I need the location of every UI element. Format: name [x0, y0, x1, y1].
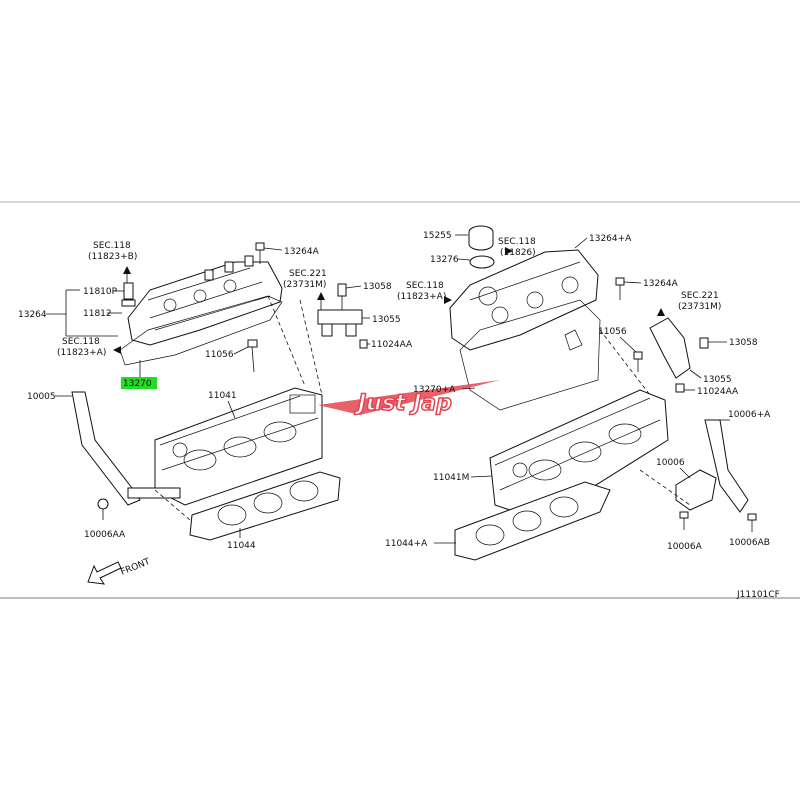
arrow-sec118-b — [123, 266, 131, 274]
highlight-13270 — [121, 377, 157, 389]
front-label: FRONT — [119, 557, 152, 578]
bracket-10006-a — [704, 419, 749, 513]
oil-cap-seal — [469, 255, 495, 269]
label-11812: 11812 — [83, 309, 112, 319]
cam-sensor-right — [649, 317, 709, 393]
label-11044: 11044 — [227, 541, 256, 551]
label-15255: 15255 — [423, 231, 452, 241]
label-13264-a: 13264+A — [589, 234, 632, 244]
label-13270-a: 13270+A — [413, 385, 456, 395]
arrow-sec221-left — [317, 292, 325, 300]
label-sec221-left: SEC.221 — [289, 269, 327, 279]
label-11041m: 11041M — [433, 473, 469, 483]
label-11044-a: 11044+A — [385, 539, 428, 549]
rocker-cover-gasket-right — [459, 299, 601, 411]
label-10006-a: 10006+A — [728, 410, 771, 420]
label-10006ab: 10006AB — [729, 538, 770, 548]
label-13055-right: 13055 — [703, 375, 732, 385]
label-11024aa-left: 11024AA — [371, 340, 413, 350]
label-11056-left: 11056 — [205, 350, 234, 360]
bolt-11056-left — [247, 339, 258, 373]
rocker-cover-gasket-left — [119, 295, 283, 366]
label-sec221-right-ref: (23731M) — [678, 302, 721, 312]
rocker-cover-left — [127, 255, 283, 346]
label-sec118-a-left-ref: (11823+A) — [57, 348, 106, 358]
label-sec221-right: SEC.221 — [681, 291, 719, 301]
label-10005: 10005 — [27, 392, 56, 402]
front-arrow — [87, 561, 122, 585]
label-10006a: 10006A — [667, 542, 703, 552]
head-gasket-left — [189, 471, 341, 541]
label-13264a-right: 13264A — [643, 279, 679, 289]
bolt-10006a — [679, 511, 689, 530]
label-13055-left: 13055 — [372, 315, 401, 325]
label-10006: 10006 — [656, 458, 685, 468]
bracket-10006 — [675, 469, 717, 511]
pcv-valve-left — [121, 282, 136, 307]
label-sec118-right: SEC.118 — [498, 237, 536, 247]
cylinder-head-right — [489, 389, 669, 521]
label-sec118-b: SEC.118 — [93, 241, 131, 251]
label-11810p: 11810P — [83, 287, 118, 297]
label-13264: 13264 — [18, 310, 47, 320]
label-13270: 13270 — [123, 379, 152, 389]
bolt-13264a-right — [615, 277, 625, 300]
watermark-logo: Just Jap — [318, 380, 500, 417]
label-sec118-right-ref: (11826) — [500, 248, 536, 258]
label-11024aa-right: 11024AA — [697, 387, 739, 397]
label-sec118-a-left: SEC.118 — [62, 337, 100, 347]
label-sec221-left-ref: (23731M) — [283, 280, 326, 290]
bolt-11056-right — [633, 351, 643, 372]
arrow-sec221-right — [657, 308, 665, 316]
arrow-sec118-right — [505, 247, 513, 255]
bolt-13264a-left — [255, 242, 265, 264]
cam-sensor-left — [317, 283, 368, 349]
label-sec118-a-right-ref: (11823+A) — [397, 292, 446, 302]
arrow-sec118-a-right — [444, 296, 452, 304]
label-13058-left: 13058 — [363, 282, 392, 292]
label-sec118-b-ref: (11823+B) — [88, 252, 137, 262]
label-13276: 13276 — [430, 255, 459, 265]
oil-filler-cap — [468, 225, 494, 251]
label-13264a-left: 13264A — [284, 247, 320, 257]
label-11056-right: 11056 — [598, 327, 627, 337]
label-sec118-a-right: SEC.118 — [406, 281, 444, 291]
label-10006aa: 10006AA — [84, 530, 126, 540]
rocker-cover-right — [449, 249, 599, 351]
bolt-10006aa — [97, 498, 109, 520]
head-gasket-right — [454, 481, 611, 561]
label-11041: 11041 — [208, 391, 237, 401]
label-13058-right: 13058 — [729, 338, 758, 348]
bolt-10006ab — [747, 513, 757, 532]
bracket-10005 — [71, 391, 181, 506]
arrow-sec118-a-left — [113, 346, 121, 354]
watermark-text: Just Jap — [354, 391, 452, 416]
diagram-code: J11101CF — [736, 590, 780, 600]
